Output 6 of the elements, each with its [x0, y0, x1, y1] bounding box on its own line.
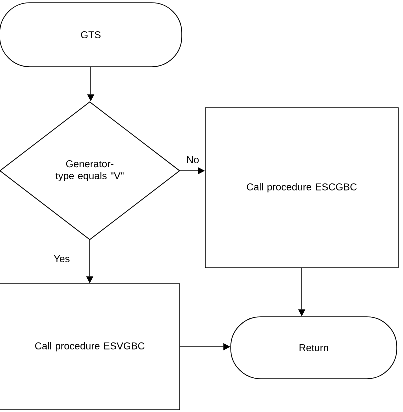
- process-box: Call procedure ESCGBC: [205, 108, 399, 268]
- terminal-box: Return: [230, 316, 398, 380]
- edge-label: Yes: [52, 254, 72, 264]
- terminal-box: GTS: [0, 2, 182, 68]
- edge-label: No: [186, 156, 200, 164]
- process-box: Call procedure ESVGBC: [0, 284, 180, 410]
